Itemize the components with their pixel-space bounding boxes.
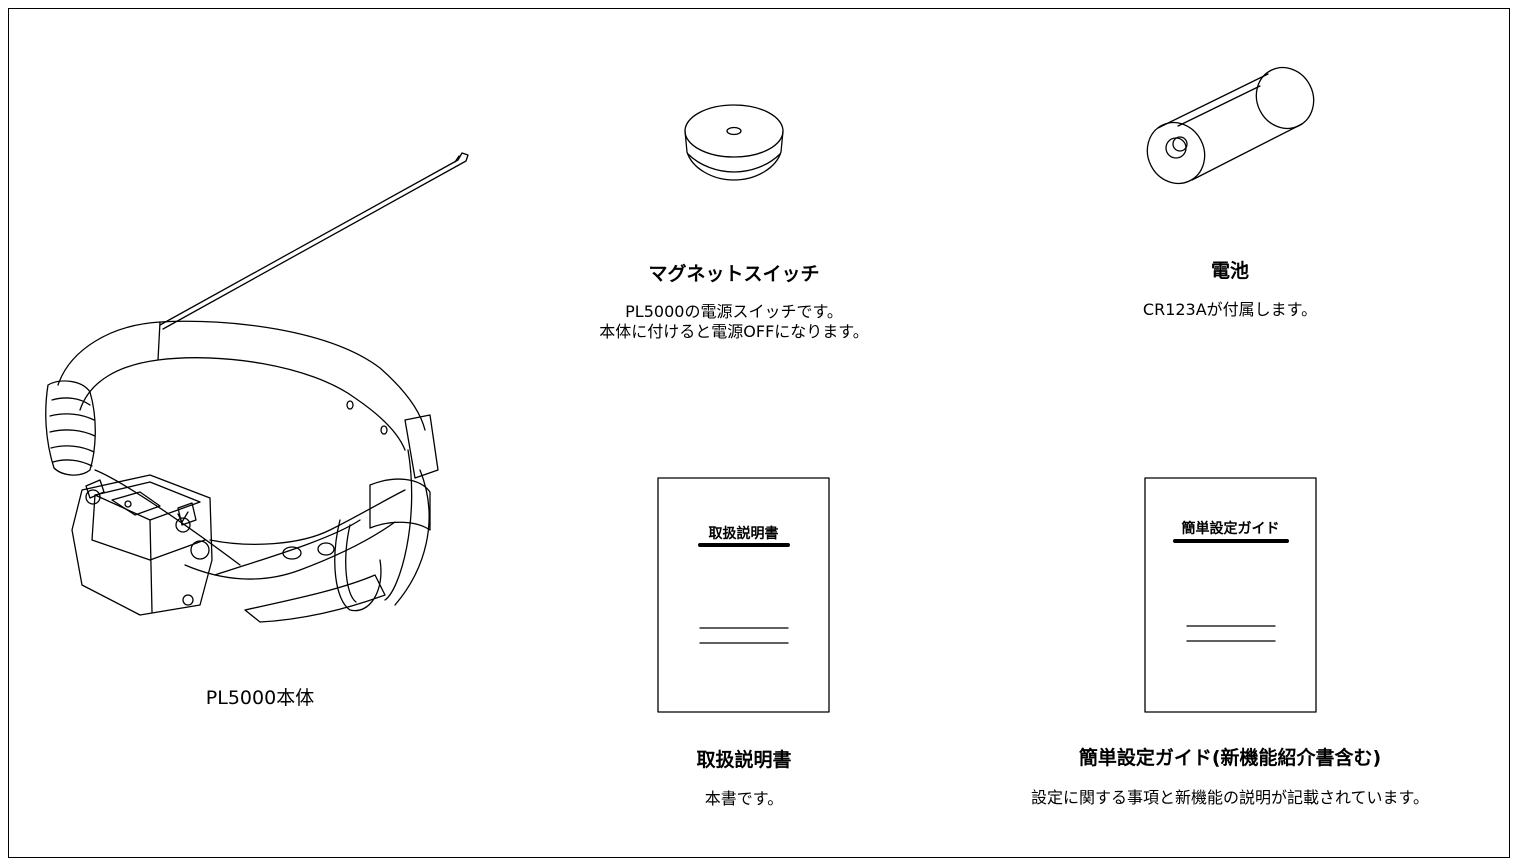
manual-title: 取扱説明書: [696, 749, 792, 771]
guide-cover-title: 簡単設定ガイド: [1181, 521, 1280, 537]
collar-label: PL5000本体: [205, 687, 315, 709]
magnet-switch-desc-line1: PL5000の電源スイッチです。: [625, 302, 843, 321]
manual-booklet-illustration: [657, 477, 830, 713]
magnet-switch-title: マグネットスイッチ: [648, 263, 820, 285]
manual-cover-title: 取扱説明書: [708, 526, 779, 542]
magnet-switch-illustration: [684, 104, 784, 181]
collar-illustration: [45, 152, 469, 623]
battery-desc: CR123Aが付属します。: [1142, 300, 1318, 319]
battery-illustration: [1146, 66, 1315, 185]
guide-desc: 設定に関する事項と新機能の説明が記載されています。: [1031, 788, 1429, 807]
guide-title: 簡単設定ガイド(新機能紹介書含む): [1078, 747, 1382, 769]
guide-booklet-illustration: [1144, 477, 1317, 713]
battery-title: 電池: [1210, 260, 1249, 282]
magnet-switch-desc-line2: 本体に付けると電源OFFになります。: [599, 322, 869, 341]
manual-desc: 本書です。: [704, 789, 784, 808]
